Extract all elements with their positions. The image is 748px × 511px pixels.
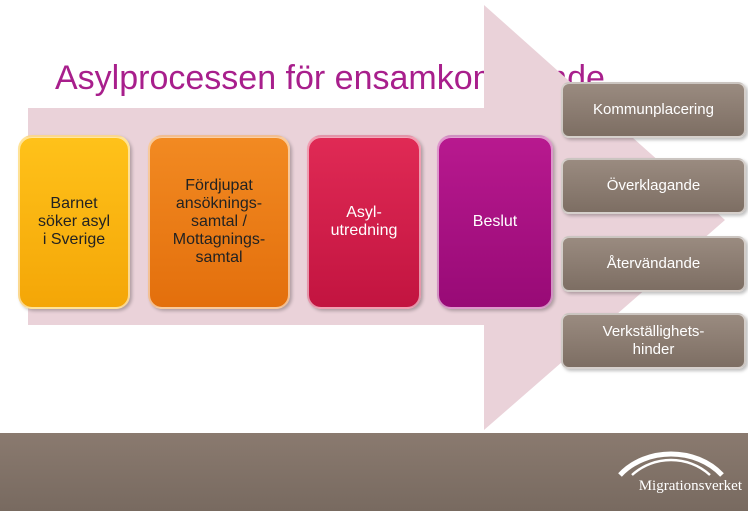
step-asylutredning: Asyl- utredning xyxy=(307,135,421,309)
outcome-atervandande: Återvändande xyxy=(561,236,746,292)
step-fordjupat-samtal: Fördjupat ansöknings- samtal / Mottagnin… xyxy=(148,135,290,309)
step-barnet-soker-asyl: Barnet söker asyl i Sverige xyxy=(18,135,130,309)
outcome-kommunplacering: Kommunplacering xyxy=(561,82,746,138)
logo-arc-icon xyxy=(618,451,724,477)
outcome-overklagande: Överklagande xyxy=(561,158,746,214)
step-beslut: Beslut xyxy=(437,135,553,309)
outcome-verkstallighetshinder: Verkställighets- hinder xyxy=(561,313,746,369)
logo-text: Migrationsverket xyxy=(638,478,742,494)
